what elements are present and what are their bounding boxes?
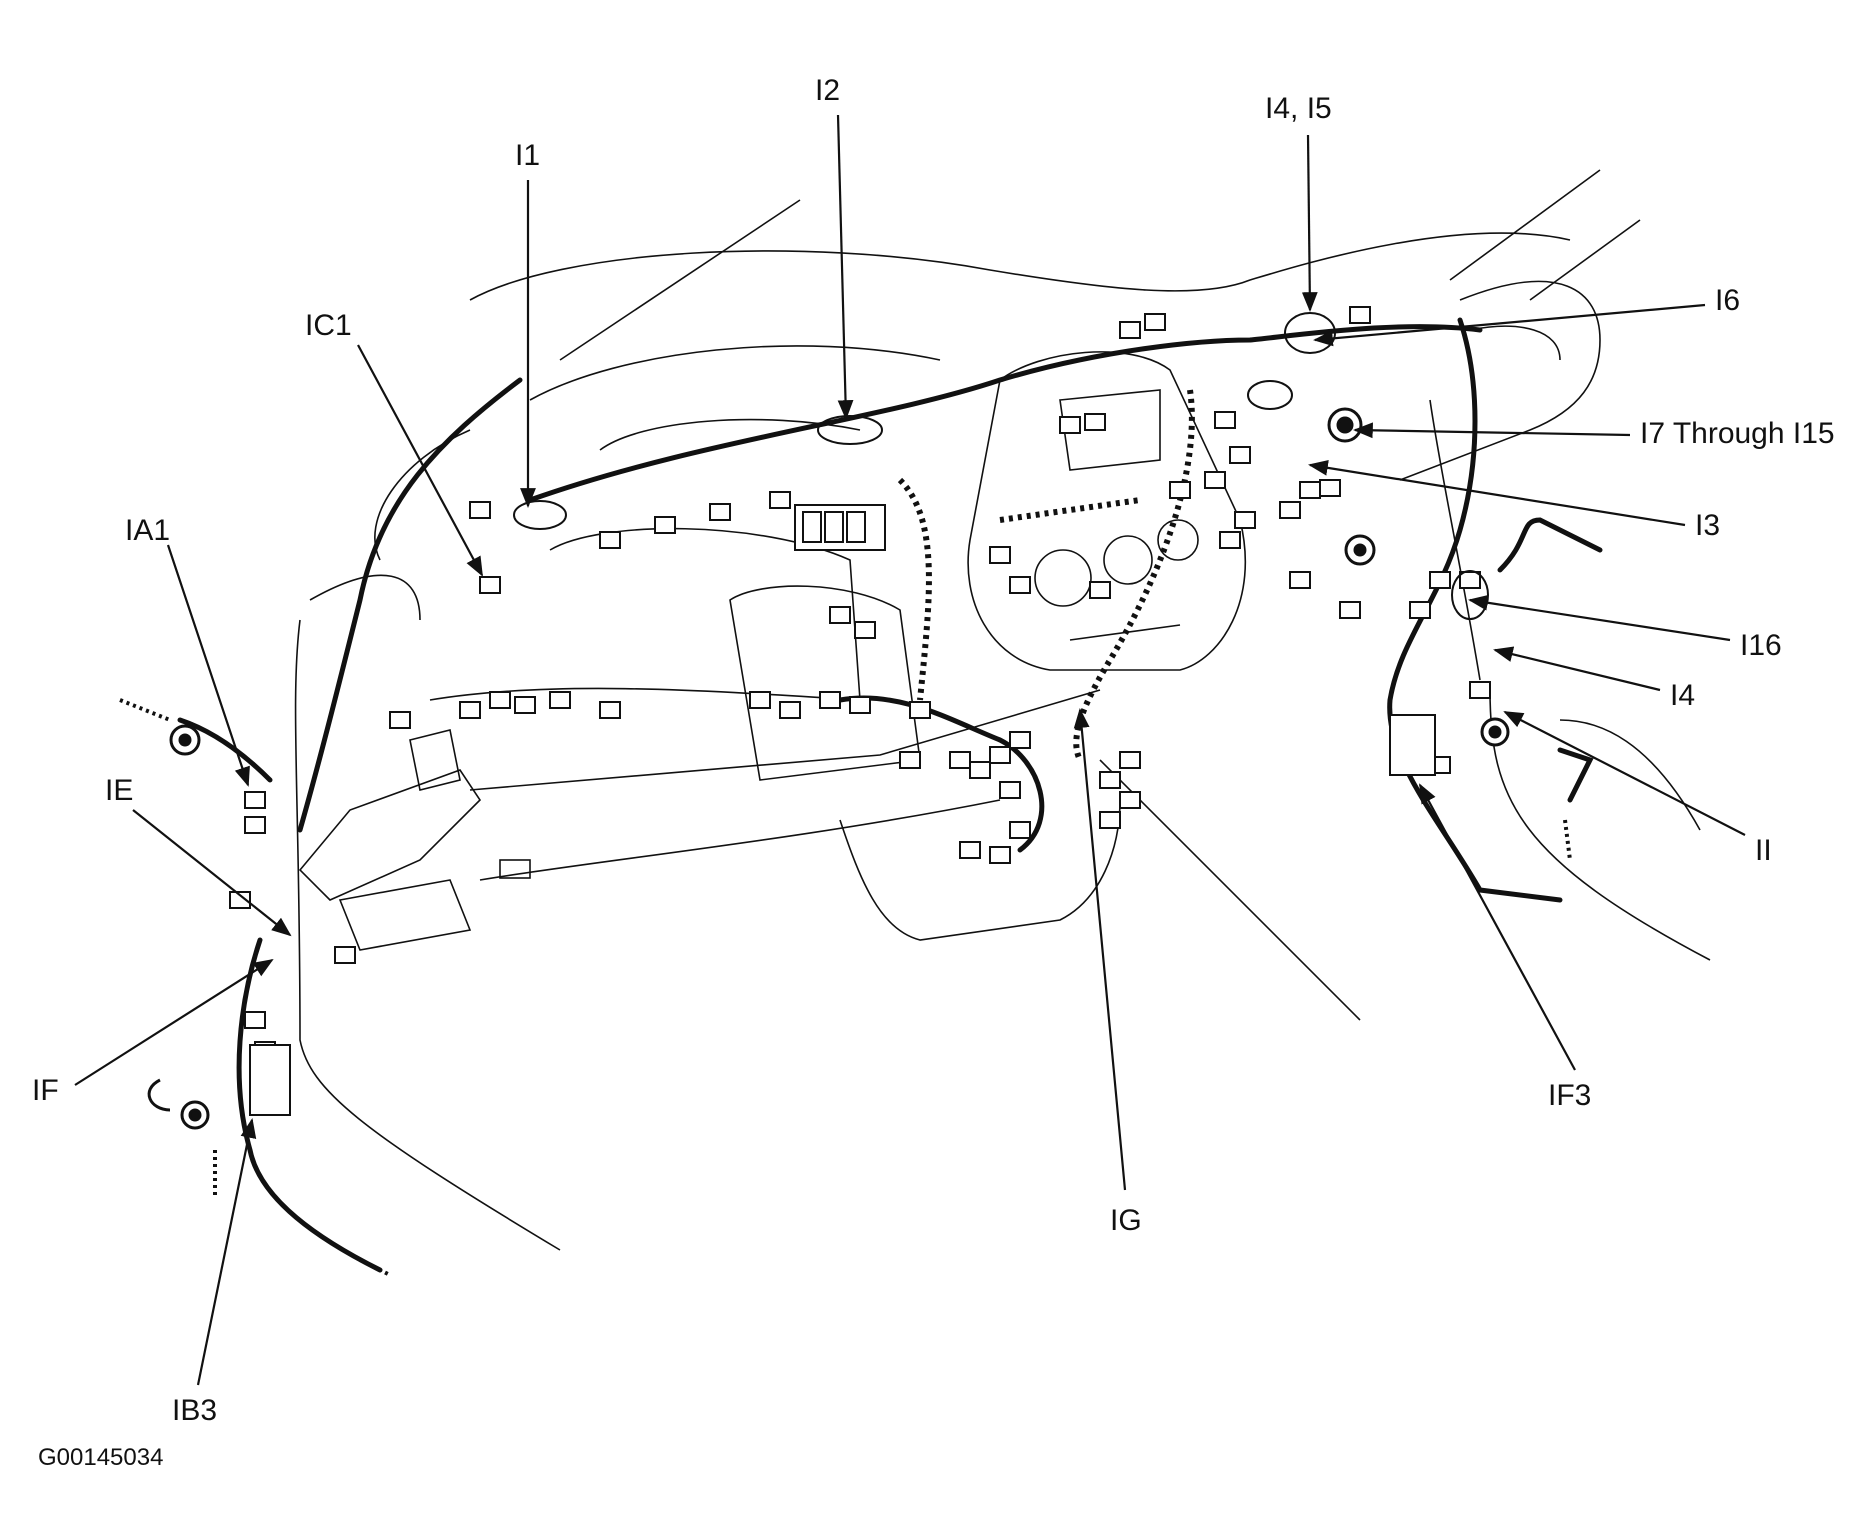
dotted-harness xyxy=(897,389,1195,762)
grommets xyxy=(147,407,1510,1130)
leader-IE xyxy=(132,809,292,937)
leader-IA1 xyxy=(166,544,250,787)
figure-code: G00145034 xyxy=(38,1444,163,1471)
callout-labels: I1 I2 I4, I5 I6 I7 Through I15 I3 I16 I4… xyxy=(32,74,1835,1471)
label-IE: IE xyxy=(105,774,133,807)
label-IA1: IA1 xyxy=(125,514,170,547)
connectors xyxy=(229,306,1491,1089)
label-IF: IF xyxy=(32,1074,59,1107)
callout-circles xyxy=(513,312,1489,620)
label-I3: I3 xyxy=(1695,509,1720,542)
wire-ends xyxy=(119,698,1572,1277)
label-IC1: IC1 xyxy=(305,309,352,342)
leader-I2 xyxy=(836,114,854,420)
label-IF3: IF3 xyxy=(1548,1079,1591,1112)
leader-IC1 xyxy=(357,344,483,577)
leader-I4-lower xyxy=(1493,646,1661,692)
leader-I7-I15 xyxy=(1353,422,1631,439)
leader-IF3 xyxy=(1419,783,1576,1071)
leader-IF xyxy=(74,958,274,1086)
dashboard-outline xyxy=(294,169,1711,1251)
leader-I16 xyxy=(1468,594,1731,642)
leader-IB3 xyxy=(196,1118,257,1386)
label-I1: I1 xyxy=(515,139,540,172)
label-I4-I5: I4, I5 xyxy=(1265,92,1332,125)
label-II: II xyxy=(1755,834,1772,867)
leader-IG xyxy=(1073,708,1127,1191)
label-IB3: IB3 xyxy=(172,1394,217,1427)
label-I7-I15: I7 Through I15 xyxy=(1640,417,1835,450)
relay-block xyxy=(249,504,1436,1116)
leader-lines xyxy=(74,114,1746,1386)
label-I2: I2 xyxy=(815,74,840,107)
leader-I4-I5 xyxy=(1301,134,1318,312)
leader-I6 xyxy=(1313,303,1706,347)
label-IG: IG xyxy=(1110,1204,1142,1237)
label-I4: I4 xyxy=(1670,679,1695,712)
leader-I3 xyxy=(1308,459,1686,527)
label-I6: I6 xyxy=(1715,284,1740,317)
leader-II xyxy=(1503,711,1746,836)
label-I16: I16 xyxy=(1740,629,1782,662)
